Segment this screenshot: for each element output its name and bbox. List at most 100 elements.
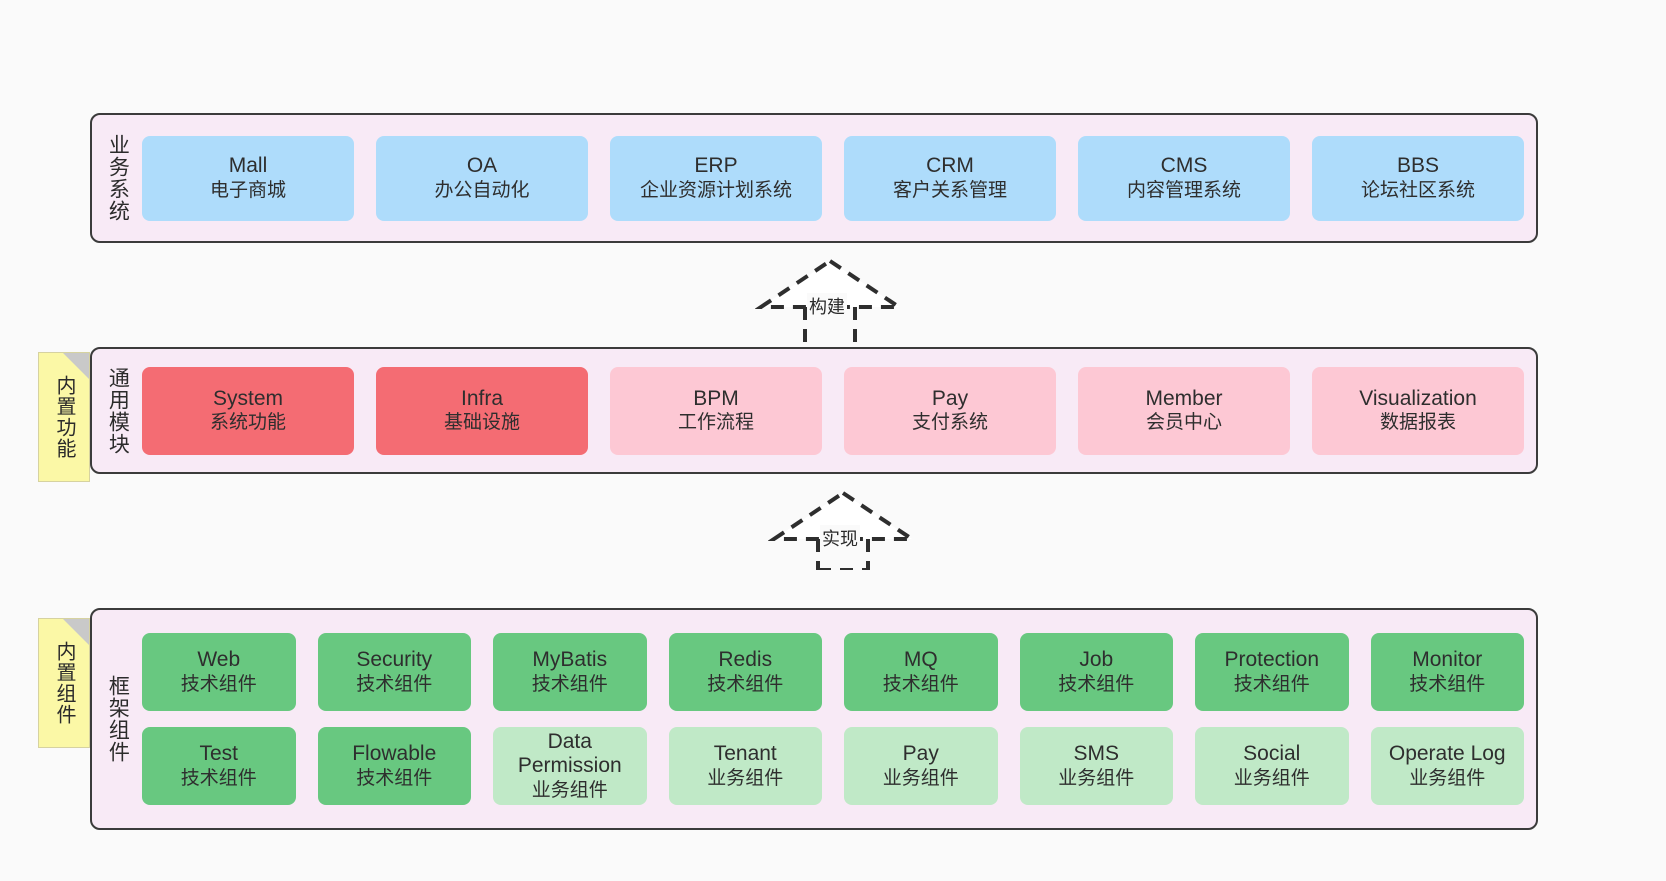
module-name: Flowable xyxy=(352,742,437,766)
module-name: Pay xyxy=(902,742,939,766)
sticky-note-builtin-features: 内置功能 xyxy=(38,352,90,482)
connector-implement-label: 实现 xyxy=(820,525,860,551)
module-name: System xyxy=(212,386,283,410)
sticky-note-builtin-features-label: 内置功能 xyxy=(53,375,75,459)
module-name: ERP xyxy=(694,154,738,178)
sticky-fold-corner-icon xyxy=(63,619,89,645)
module-name: BPM xyxy=(693,386,739,410)
sticky-note-builtin-components-label: 内置组件 xyxy=(53,641,75,725)
module-description: 会员中心 xyxy=(1145,412,1222,434)
module-description: 电子商城 xyxy=(209,179,286,201)
module-description: 业务组件 xyxy=(1233,767,1310,789)
module-name: Data Permission xyxy=(517,730,622,778)
module-description: 基础设施 xyxy=(443,412,520,434)
module-name: MQ xyxy=(903,648,938,672)
module-description: 业务组件 xyxy=(1058,767,1135,789)
module-name: Web xyxy=(197,648,241,672)
module-description: 业务组件 xyxy=(531,779,608,801)
module-name: MyBatis xyxy=(532,648,608,672)
module-name: Protection xyxy=(1224,648,1320,672)
module-description: 业务组件 xyxy=(882,767,959,789)
module-description: 技术组件 xyxy=(356,673,433,695)
layer-common-title: 通用模块 xyxy=(106,366,130,455)
module-name: BBS xyxy=(1396,154,1440,178)
module-name: Member xyxy=(1145,386,1223,410)
module-name: Pay xyxy=(931,386,969,410)
connector-build: 构建 xyxy=(754,255,906,352)
module-description: 技术组件 xyxy=(1233,673,1310,695)
generalization-arrowhead xyxy=(754,258,906,309)
module-name: CMS xyxy=(1160,154,1208,178)
module-name: CRM xyxy=(926,154,974,178)
module-description: 技术组件 xyxy=(1058,673,1135,695)
module-name: SMS xyxy=(1073,742,1119,766)
sticky-fold-corner-icon xyxy=(63,353,89,379)
module-description: 论坛社区系统 xyxy=(1360,179,1475,201)
module-description: 数据报表 xyxy=(1379,412,1456,434)
module-name: Security xyxy=(356,648,433,672)
module-description: 技术组件 xyxy=(356,767,433,789)
module-description: 企业资源计划系统 xyxy=(639,179,792,201)
module-name: Monitor xyxy=(1412,648,1483,672)
module-description: 技术组件 xyxy=(882,673,959,695)
module-description: 技术组件 xyxy=(531,673,608,695)
module-description: 技术组件 xyxy=(707,673,784,695)
module-name: Redis xyxy=(718,648,773,672)
module-name: Social xyxy=(1243,742,1301,766)
module-description: 技术组件 xyxy=(1409,673,1486,695)
module-description: 支付系统 xyxy=(911,412,988,434)
module-description: 技术组件 xyxy=(180,767,257,789)
module-description: 客户关系管理 xyxy=(892,179,1007,201)
module-name: Visualization xyxy=(1359,386,1477,410)
module-description: 技术组件 xyxy=(180,673,257,695)
module-name: OA xyxy=(466,154,498,178)
sticky-note-builtin-components: 内置组件 xyxy=(38,618,90,748)
module-description: 内容管理系统 xyxy=(1126,179,1241,201)
module-name: Infra xyxy=(460,386,504,410)
connector-implement: 实现 xyxy=(767,487,919,572)
module-description: 工作流程 xyxy=(677,412,754,434)
module-name: Operate Log xyxy=(1388,742,1506,766)
module-name: Tenant xyxy=(713,742,777,766)
module-description: 业务组件 xyxy=(1409,767,1486,789)
generalization-arrowhead xyxy=(767,490,919,541)
module-description: 业务组件 xyxy=(707,767,784,789)
module-name: Mall xyxy=(228,154,268,178)
